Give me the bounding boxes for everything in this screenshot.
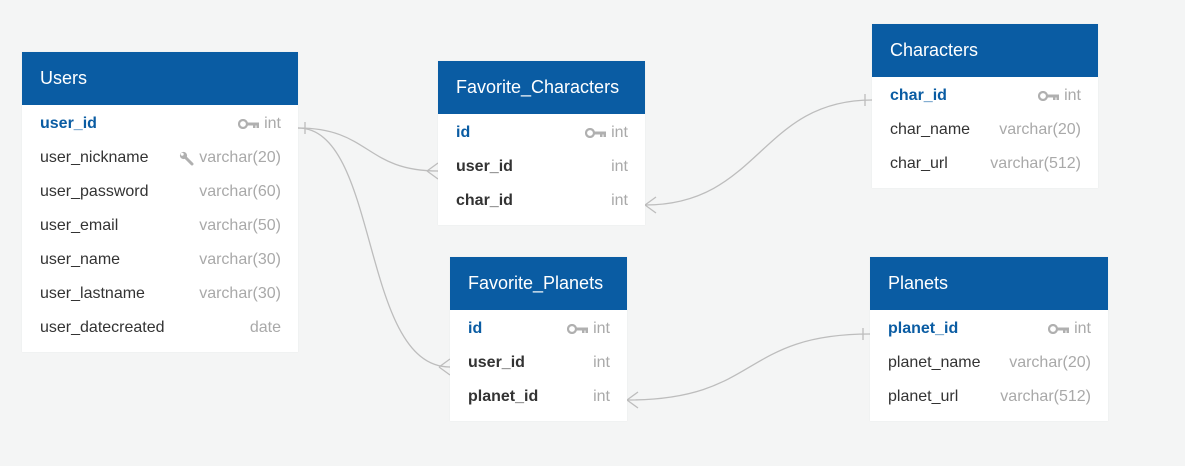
table-characters[interactable]: Characters char_id int char_name varchar… [872, 24, 1098, 188]
field-type: varchar(20) [1009, 354, 1091, 371]
field-row-char-url[interactable]: char_url varchar(512) [872, 147, 1098, 181]
field-name: id [468, 320, 483, 337]
field-type: int [611, 192, 628, 209]
field-type: varchar(20) [199, 149, 281, 166]
field-type: varchar(512) [990, 155, 1081, 172]
table-header-favorite-planets[interactable]: Favorite_Planets [450, 257, 627, 310]
field-name: user_id [456, 158, 513, 175]
key-icon [1038, 91, 1060, 101]
table-planets[interactable]: Planets planet_id int planet_name varcha… [870, 257, 1108, 421]
field-row-user-name[interactable]: user_name varchar(30) [22, 243, 298, 277]
field-name: char_id [456, 192, 513, 209]
field-row-planet-id[interactable]: planet_id int [870, 312, 1108, 346]
table-header-users[interactable]: Users [22, 52, 298, 105]
field-row-user-email[interactable]: user_email varchar(50) [22, 209, 298, 243]
field-name: user_email [40, 217, 119, 234]
field-name: char_id [890, 87, 947, 104]
field-row-char-id[interactable]: char_id int [872, 79, 1098, 113]
table-header-characters[interactable]: Characters [872, 24, 1098, 77]
field-row-planet-url[interactable]: planet_url varchar(512) [870, 380, 1108, 414]
field-type: varchar(50) [199, 217, 281, 234]
field-name: user_id [468, 354, 525, 371]
field-type: date [249, 319, 281, 336]
field-row-user-nickname[interactable]: user_nickname varchar(20) [22, 141, 298, 175]
field-type: int [611, 158, 628, 175]
relation-favorite-characters-characters [644, 94, 873, 214]
field-type: varchar(512) [1000, 388, 1091, 405]
table-favorite-planets[interactable]: Favorite_Planets id int user_id int plan… [450, 257, 627, 421]
field-name: planet_name [888, 354, 981, 371]
field-name: user_lastname [40, 285, 145, 302]
field-row-planet-name[interactable]: planet_name varchar(20) [870, 346, 1108, 380]
field-type: int [1064, 87, 1081, 104]
field-row-user-datecreated[interactable]: user_datecreated date [22, 311, 298, 345]
field-name: user_name [40, 251, 121, 268]
field-type: varchar(20) [999, 121, 1081, 138]
field-type: int [593, 320, 610, 337]
key-icon [1048, 324, 1070, 334]
field-row-id[interactable]: id int [450, 312, 627, 346]
table-header-favorite-characters[interactable]: Favorite_Characters [438, 61, 645, 114]
field-row-user-id[interactable]: user_id int [438, 150, 645, 184]
field-name: user_datecreated [40, 319, 165, 336]
key-icon [238, 119, 260, 129]
wrench-icon [179, 151, 194, 166]
field-type: varchar(60) [199, 183, 281, 200]
field-type: int [611, 124, 628, 141]
field-row-user-lastname[interactable]: user_lastname varchar(30) [22, 277, 298, 311]
field-row-planet-id[interactable]: planet_id int [450, 380, 627, 414]
field-name: id [456, 124, 471, 141]
table-favorite-characters[interactable]: Favorite_Characters id int user_id int c… [438, 61, 645, 225]
key-icon [567, 324, 589, 334]
field-row-user-id[interactable]: user_id int [22, 107, 298, 141]
field-type: int [264, 115, 281, 132]
field-type: int [1074, 320, 1091, 337]
field-row-char-id[interactable]: char_id int [438, 184, 645, 218]
field-row-user-id[interactable]: user_id int [450, 346, 627, 380]
key-icon [585, 128, 607, 138]
table-users[interactable]: Users user_id int user_nickname varchar(… [22, 52, 298, 352]
relation-users-favorite-characters [297, 122, 439, 180]
field-name: user_password [40, 183, 149, 200]
field-name: user_nickname [40, 149, 149, 166]
field-row-char-name[interactable]: char_name varchar(20) [872, 113, 1098, 147]
field-row-user-password[interactable]: user_password varchar(60) [22, 175, 298, 209]
table-header-planets[interactable]: Planets [870, 257, 1108, 310]
field-name: planet_id [888, 320, 959, 337]
relation-users-favorite-planets [297, 127, 451, 376]
field-name: planet_url [888, 388, 959, 405]
field-name: char_url [890, 155, 948, 172]
field-type: int [593, 388, 610, 405]
relation-favorite-planets-planets [626, 328, 871, 409]
field-type: int [593, 354, 610, 371]
field-type: varchar(30) [199, 251, 281, 268]
field-name: char_name [890, 121, 971, 138]
field-name: user_id [40, 115, 97, 132]
field-type: varchar(30) [199, 285, 281, 302]
field-row-id[interactable]: id int [438, 116, 645, 150]
field-name: planet_id [468, 388, 539, 405]
